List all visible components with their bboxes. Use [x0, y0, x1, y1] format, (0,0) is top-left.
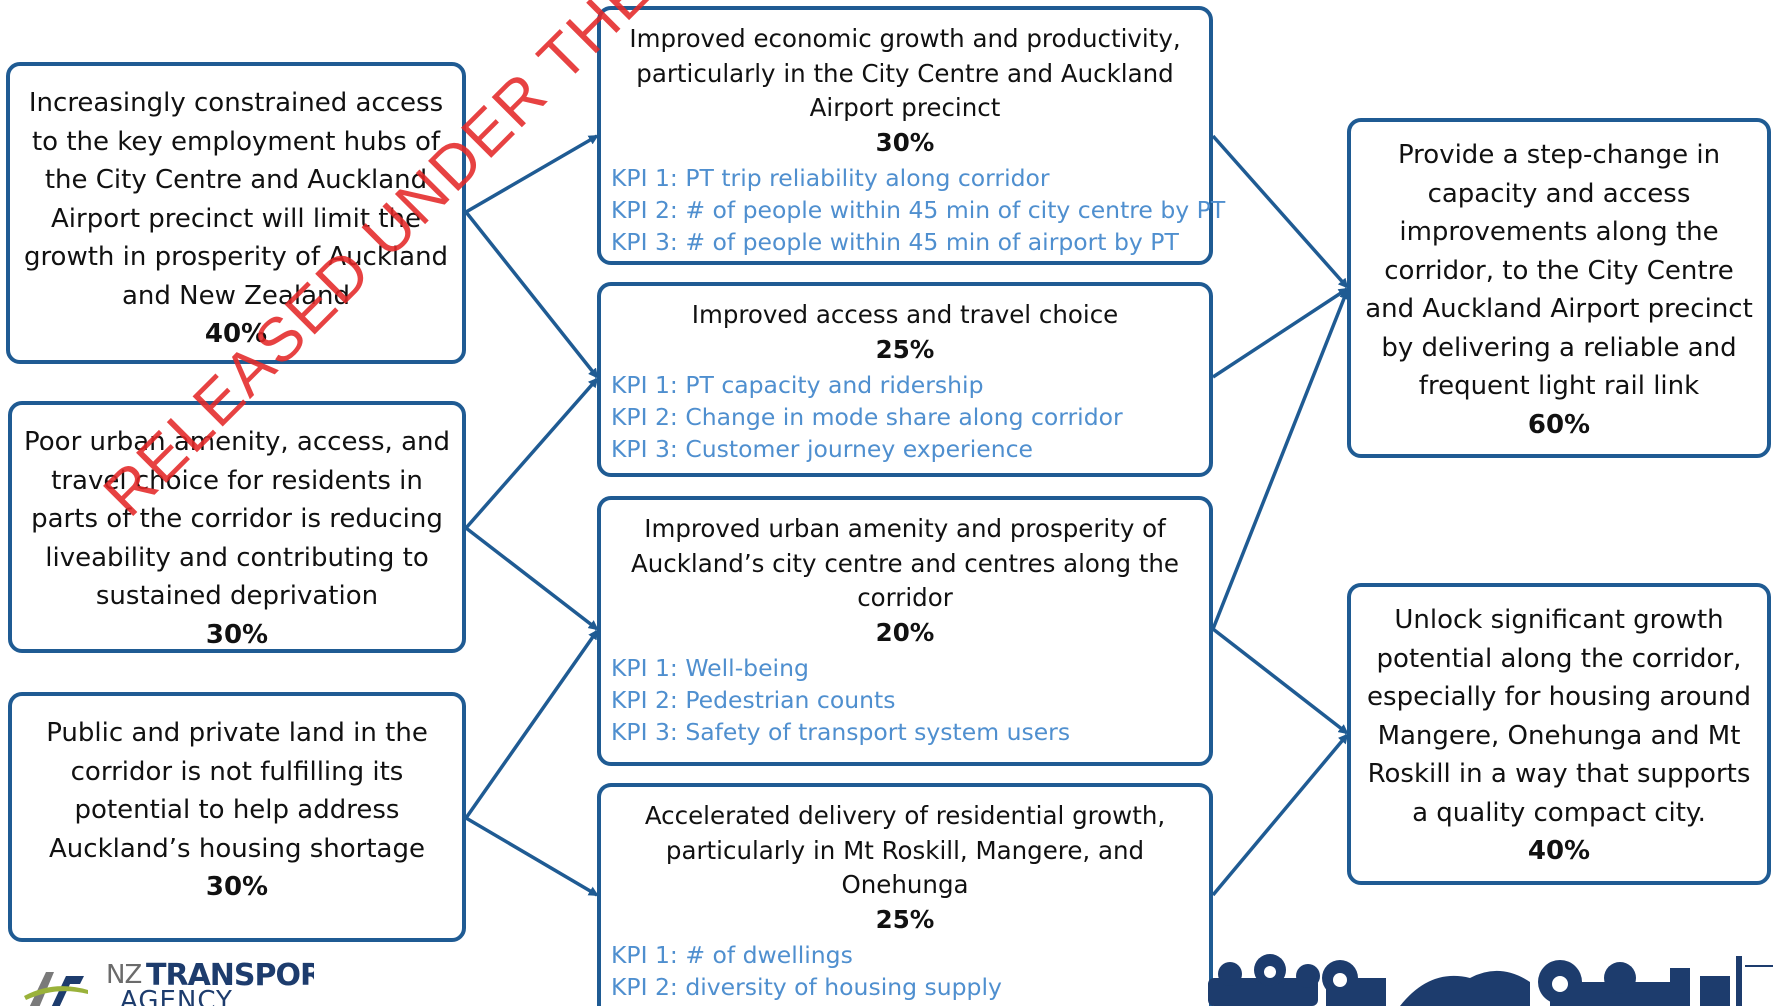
- nzta-logo-mark: [24, 972, 88, 1006]
- problem-text: Poor urban amenity, access, and travel c…: [24, 427, 450, 611]
- kpi-item: KPI 3: # of people within 45 min of airp…: [611, 228, 1179, 256]
- benefit-box-2: Improved access and travel choice 25% KP…: [597, 282, 1213, 477]
- arrow-problem3-benefit4: [465, 816, 599, 897]
- objective-box-1: Provide a step-change in capacity and ac…: [1347, 118, 1771, 458]
- logo-agency-text: AGENCY: [120, 986, 233, 1006]
- problem-text: Public and private land in the corridor …: [46, 718, 428, 864]
- arrow-benefit3-objective2: [1211, 627, 1349, 735]
- kpi-list: KPI 1: Well-being KPI 2: Pedestrian coun…: [611, 652, 1197, 748]
- footer-decoration-graphic: [1208, 954, 1773, 1006]
- problem-weight: 30%: [205, 872, 269, 902]
- arrow-benefit1-objective1: [1211, 134, 1349, 289]
- kpi-item: KPI 2: # of people within 45 min of city…: [611, 196, 1226, 224]
- objective-weight: 60%: [1527, 409, 1591, 440]
- logo-nz-text: NZ: [106, 960, 142, 990]
- problem-box-1: Increasingly constrained access to the k…: [6, 62, 466, 364]
- benefit-text: Accelerated delivery of residential grow…: [644, 801, 1166, 899]
- benefit-box-4: Accelerated delivery of residential grow…: [597, 783, 1213, 1006]
- arrow-benefit4-objective2: [1211, 733, 1349, 897]
- arrow-problem2-benefit2: [464, 377, 599, 530]
- kpi-item: KPI 1: # of dwellings: [611, 941, 853, 969]
- kpi-item: KPI 1: PT trip reliability along corrido…: [611, 164, 1050, 192]
- kpi-item: KPI 3: Customer journey experience: [611, 435, 1033, 463]
- benefit-box-1: Improved economic growth and productivit…: [597, 6, 1226, 265]
- arrow-problem2-benefit3: [464, 526, 599, 631]
- kpi-item: KPI 1: Well-being: [611, 654, 809, 682]
- kpi-list: KPI 1: PT capacity and ridership KPI 2: …: [611, 369, 1197, 465]
- arrow-problem1-benefit1: [465, 134, 599, 214]
- nzta-logo: NZ TRANSPORT AGENCY: [24, 956, 314, 1006]
- objective-text: Provide a step-change in capacity and ac…: [1365, 140, 1753, 401]
- objective-box-2: Unlock significant growth potential alon…: [1347, 583, 1771, 885]
- arrow-problem1-benefit2: [464, 210, 599, 379]
- logo-transport-text: TRANSPORT: [146, 958, 314, 993]
- problem-box-2: Poor urban amenity, access, and travel c…: [8, 401, 466, 653]
- benefit-weight: 20%: [875, 617, 935, 647]
- benefit-text: Improved urban amenity and prosperity of…: [630, 514, 1180, 612]
- arrow-problem3-benefit3: [464, 629, 599, 820]
- benefit-text: Improved access and travel choice: [691, 300, 1119, 329]
- objective-weight: 40%: [1527, 836, 1591, 866]
- kpi-list: KPI 1: PT trip reliability along corrido…: [611, 162, 1226, 258]
- kpi-item: KPI 2: Pedestrian counts: [611, 686, 896, 714]
- benefit-box-3: Improved urban amenity and prosperity of…: [597, 496, 1213, 766]
- problem-box-3: Public and private land in the corridor …: [8, 692, 466, 942]
- benefit-weight: 25%: [875, 904, 935, 934]
- benefit-weight: 30%: [875, 127, 935, 157]
- arrow-benefit2-objective1: [1212, 287, 1349, 379]
- benefit-weight: 25%: [875, 334, 935, 364]
- objective-text: Unlock significant growth potential alon…: [1367, 605, 1751, 828]
- kpi-item: KPI 2: Change in mode share along corrid…: [611, 403, 1123, 431]
- problem-weight: 40%: [204, 319, 268, 349]
- problem-text: Increasingly constrained access to the k…: [23, 88, 449, 311]
- kpi-item: KPI 1: PT capacity and ridership: [611, 371, 984, 399]
- kpi-item: KPI 3: Safety of transport system users: [611, 718, 1071, 746]
- problem-weight: 30%: [205, 619, 269, 650]
- kpi-item: KPI 2: diversity of housing supply: [611, 973, 1002, 1001]
- benefit-text: Improved economic growth and productivit…: [629, 24, 1181, 122]
- kpi-list: KPI 1: # of dwellings KPI 2: diversity o…: [611, 939, 1197, 1003]
- arrow-benefit3-objective1: [1211, 289, 1349, 630]
